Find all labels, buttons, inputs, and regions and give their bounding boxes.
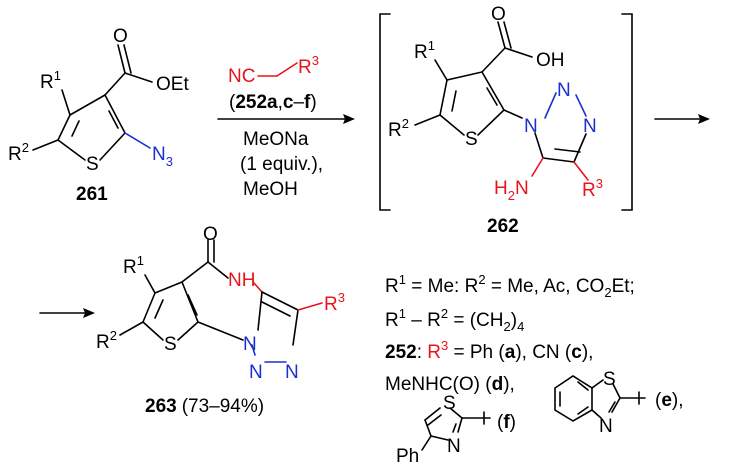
r1-label: R1 (414, 38, 435, 63)
r3-label: R3 (324, 290, 345, 315)
triazole-n-lower-left: N (249, 362, 263, 383)
triazole-n2: N (557, 80, 571, 101)
legend-line-4: MeNHC(O) (d), (385, 374, 515, 395)
compound-id-263: 263(73–94%) (145, 396, 264, 417)
thiazole-s: S (443, 393, 456, 414)
substituent-legend: R1 = Me: R2 = Me, Ac, CO2Et; R1 – R2 = (… (385, 272, 684, 462)
phenylthiazole-structure: S N Ph (396, 393, 491, 462)
reaction-arrow-3 (39, 308, 95, 318)
r3-label: R3 (582, 176, 603, 201)
amine-label: H2N (494, 178, 529, 203)
condition-base: MeONa (243, 129, 309, 150)
legend-line-1: R1 = Me: R2 = Me, Ac, CO2Et; (385, 272, 635, 300)
legend-line-2: R1 – R2 = (CH2)4 (385, 306, 524, 334)
ring-sulfur: S (164, 334, 177, 355)
r2-label: R2 (8, 140, 29, 165)
r2-label: R2 (96, 328, 117, 353)
benzothiazole-structure: S N (554, 369, 646, 437)
label-e: (e), (655, 390, 684, 411)
reagent-r3-label: R3 (298, 53, 319, 78)
triazole-n1: N (524, 116, 538, 137)
thiazole-n: N (447, 436, 461, 457)
triazole-n3: N (583, 116, 597, 137)
compound-261: O OEt R1 R2 S N3 261 (8, 26, 189, 205)
benzothiazole-n: N (599, 416, 613, 437)
ring-sulfur: S (465, 129, 478, 150)
nh-label: NH (228, 270, 255, 291)
ring-sulfur: S (86, 154, 99, 175)
compound-263: O NH R1 R2 R3 S N N N 263(73–94%) (96, 224, 345, 417)
intermediate-brackets (379, 13, 633, 211)
phenyl-label: Ph (396, 446, 419, 462)
benzothiazole-s: S (603, 369, 616, 390)
reaction-arrow-2 (654, 114, 710, 124)
nitrile-label: NC (228, 66, 255, 87)
legend-line-3: 252: R3 = Ph (a), CN (c), (385, 338, 593, 363)
acid-hydroxyl: OH (536, 50, 565, 71)
condition-solvent: MeOH (243, 179, 298, 200)
r2-label: R2 (388, 116, 409, 141)
compound-id-262: 262 (487, 216, 519, 237)
carbonyl-oxygen: O (113, 26, 128, 47)
compound-id-261: 261 (76, 184, 108, 205)
triazole-n-lower-right: N (285, 362, 299, 383)
r1-label: R1 (123, 253, 144, 278)
r1-label: R1 (40, 68, 61, 93)
reagent-ref: (252a,c–f) (229, 92, 317, 113)
acid-oxygen: O (491, 4, 506, 25)
carbonyl-oxygen: O (203, 224, 218, 245)
azide-label: N3 (152, 144, 173, 169)
reaction-arrow-1: NC R3 (252a,c–f) MeONa (1 equiv.), MeOH (217, 53, 355, 200)
label-f: (f) (497, 412, 516, 433)
ester-label: OEt (156, 74, 189, 95)
compound-262: O OH R1 R2 S N N N H2N R3 262 (388, 4, 603, 237)
condition-equiv: (1 equiv.), (240, 154, 323, 175)
triazole-n-bridge: N (243, 334, 257, 355)
